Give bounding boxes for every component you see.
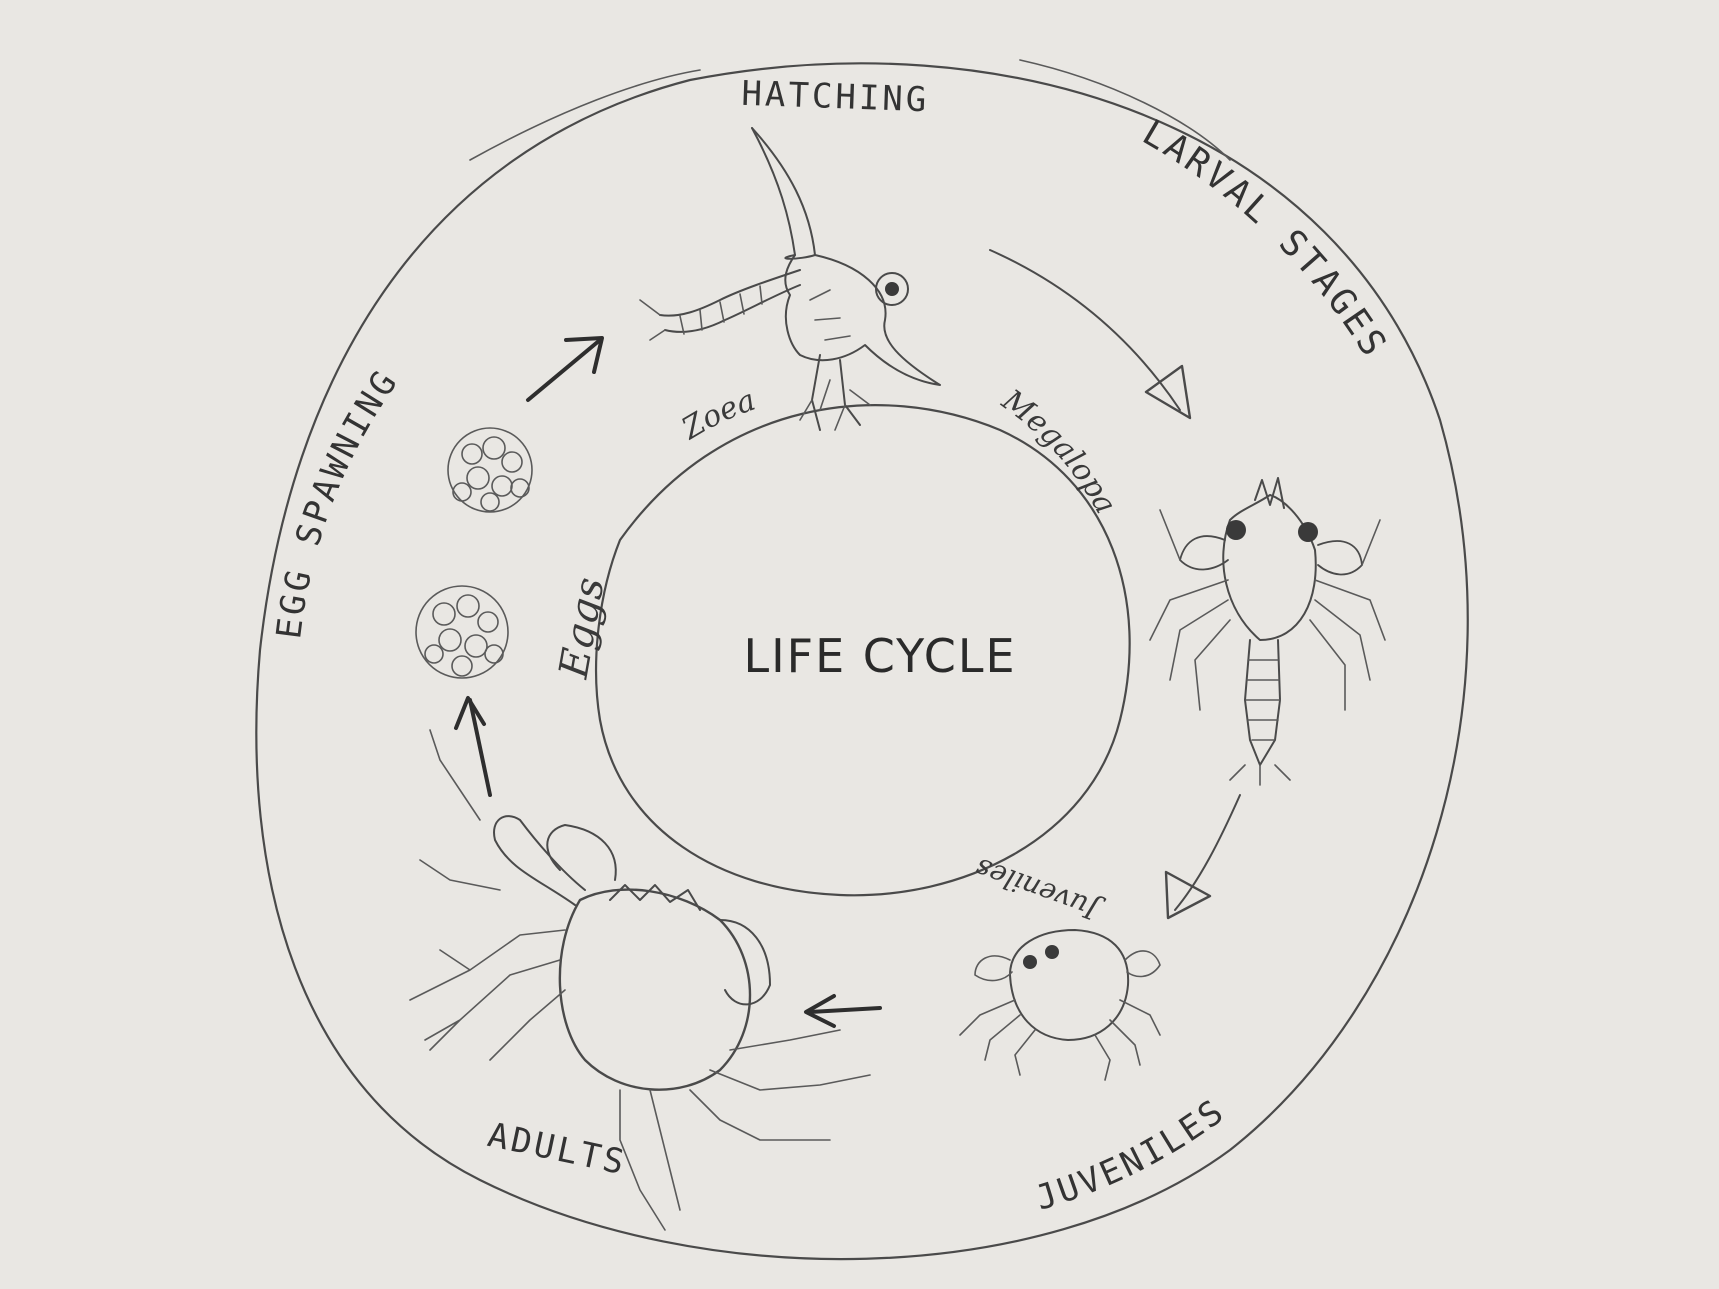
arrow-megalopa-to-juvenile bbox=[1164, 794, 1241, 920]
outer-ring-overstroke bbox=[469, 69, 701, 161]
label-juveniles-inner: Juveniles bbox=[971, 851, 1108, 928]
outer-ring-overstroke-2 bbox=[1019, 59, 1231, 161]
arrow-adult-to-eggs bbox=[454, 696, 492, 797]
outer-ring bbox=[255, 62, 1469, 1261]
label-egg-spawning: EGG SPAWNING bbox=[269, 362, 407, 641]
inner-ring bbox=[594, 404, 1131, 897]
center-label: LIFE CYCLE bbox=[743, 629, 1016, 683]
arrow-zoea-to-megalopa bbox=[989, 249, 1192, 420]
zoea-larva-drawing bbox=[639, 127, 941, 431]
label-eggs: Eggs bbox=[551, 574, 614, 682]
juvenile-crab-drawing bbox=[959, 929, 1161, 1081]
label-hatching: HATCHING bbox=[741, 74, 930, 121]
megalopa-drawing bbox=[1149, 477, 1386, 786]
label-larval-stages: LARVAL STAGES bbox=[1135, 112, 1395, 365]
egg-cluster-upper bbox=[447, 427, 533, 513]
egg-cluster-lower bbox=[415, 585, 509, 679]
arrow-eggs-to-zoea bbox=[526, 336, 604, 402]
label-adults: ADULTS bbox=[484, 1115, 630, 1183]
label-juveniles-outer: JUVENILES bbox=[1031, 1091, 1233, 1219]
arrow-juvenile-to-adult bbox=[804, 994, 882, 1028]
label-megalopa: Megalopa bbox=[995, 382, 1123, 519]
adult-crab-drawing bbox=[409, 729, 871, 1231]
label-zoea: Zoea bbox=[675, 383, 760, 448]
